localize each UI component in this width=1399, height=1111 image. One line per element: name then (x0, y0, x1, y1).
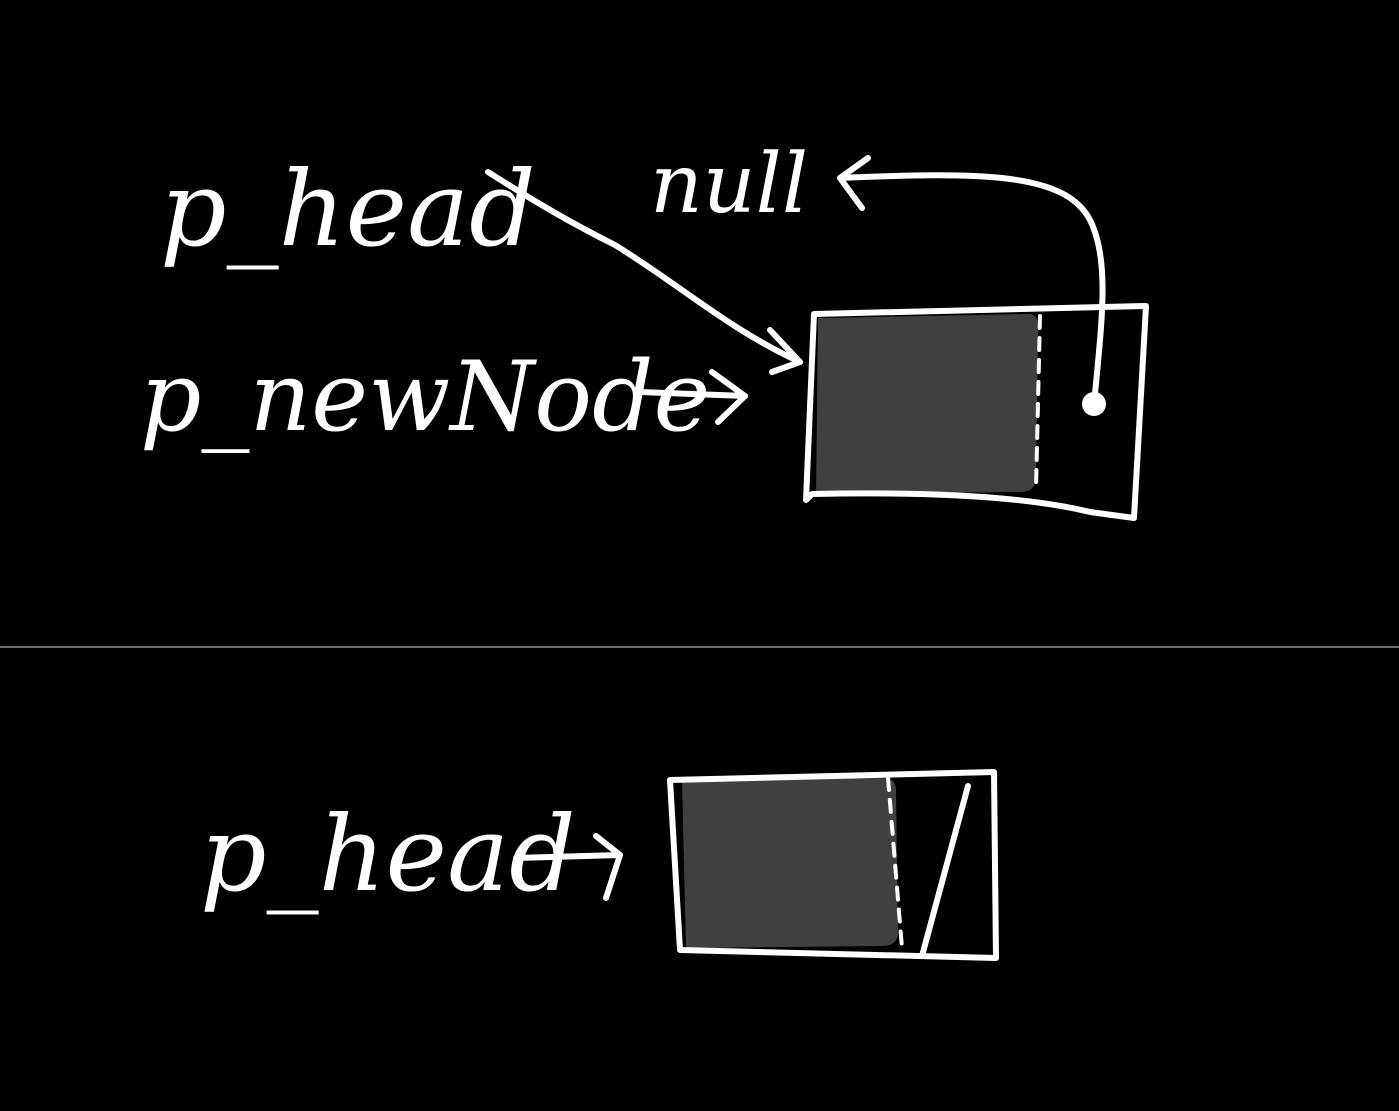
p-head-arrowhead (767, 327, 803, 375)
top-panel: p_head null p_newNode (140, 137, 1149, 521)
node-divider-bottom (886, 776, 904, 950)
p-new-node-arrow (637, 389, 748, 399)
p-new-node-arrowhead (709, 369, 748, 425)
null-arrowhead (837, 155, 871, 211)
node-outline-bottom (667, 769, 999, 961)
p-new-node-label: p_newNode (140, 341, 710, 453)
bottom-panel: p_head (200, 769, 999, 961)
p-head-arrowhead-bottom (593, 833, 623, 901)
node-outline (803, 303, 1149, 521)
p-head-arrow (485, 169, 803, 365)
p-head-label-bottom: p_head (200, 793, 576, 915)
node-data-cell-bottom (682, 778, 898, 948)
node-data-cell (816, 314, 1039, 494)
null-slash (919, 783, 971, 959)
next-to-null-arrow (837, 172, 1106, 407)
null-label: null (650, 137, 808, 232)
p-head-arrow-bottom (513, 852, 623, 861)
p-head-label: p_head (160, 148, 536, 270)
node-divider (1034, 314, 1042, 492)
